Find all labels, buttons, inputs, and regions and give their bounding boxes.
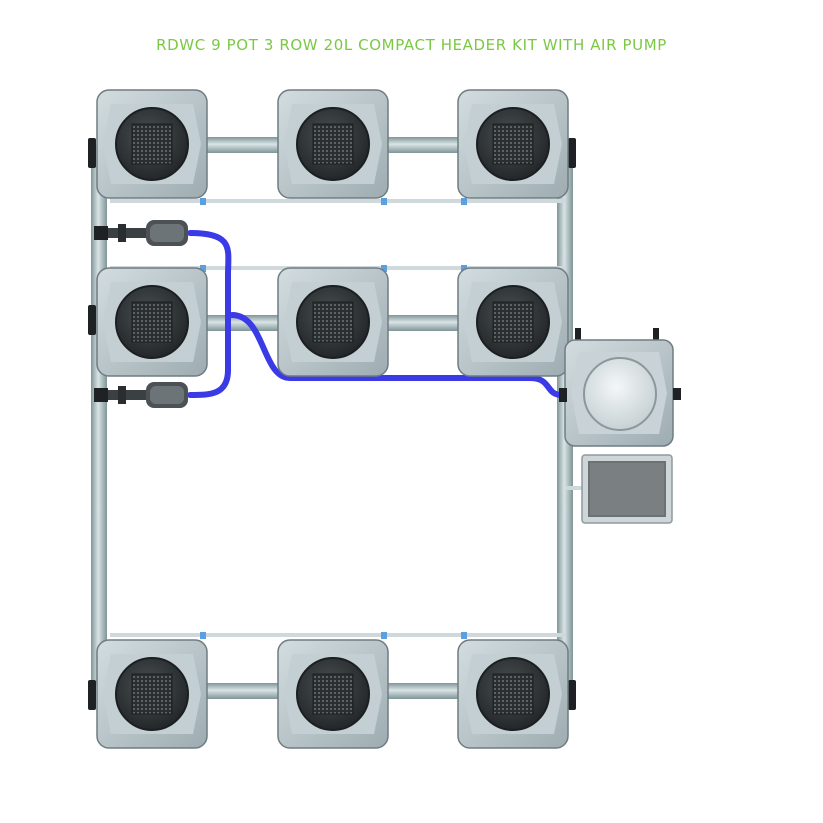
pipe-end-caps (88, 138, 576, 710)
grow-pot (457, 639, 569, 749)
control-bucket-icon (559, 328, 681, 447)
grow-pot (277, 639, 389, 749)
grow-pot (457, 267, 569, 377)
air-lines (187, 230, 565, 398)
water-pump-icon (94, 382, 188, 408)
grow-pot (277, 267, 389, 377)
pot-grid (96, 89, 569, 749)
air-pump-icon (581, 454, 673, 524)
grow-pot (457, 89, 569, 199)
grow-pot (277, 89, 389, 199)
feed-line-fittings (200, 198, 467, 639)
grow-pot (96, 89, 208, 199)
grow-pot (96, 639, 208, 749)
water-pump-icon (94, 220, 188, 246)
feed-lines (110, 199, 590, 637)
diagram-title: RDWC 9 POT 3 ROW 20L COMPACT HEADER KIT … (156, 36, 667, 54)
grow-pot (96, 267, 208, 377)
